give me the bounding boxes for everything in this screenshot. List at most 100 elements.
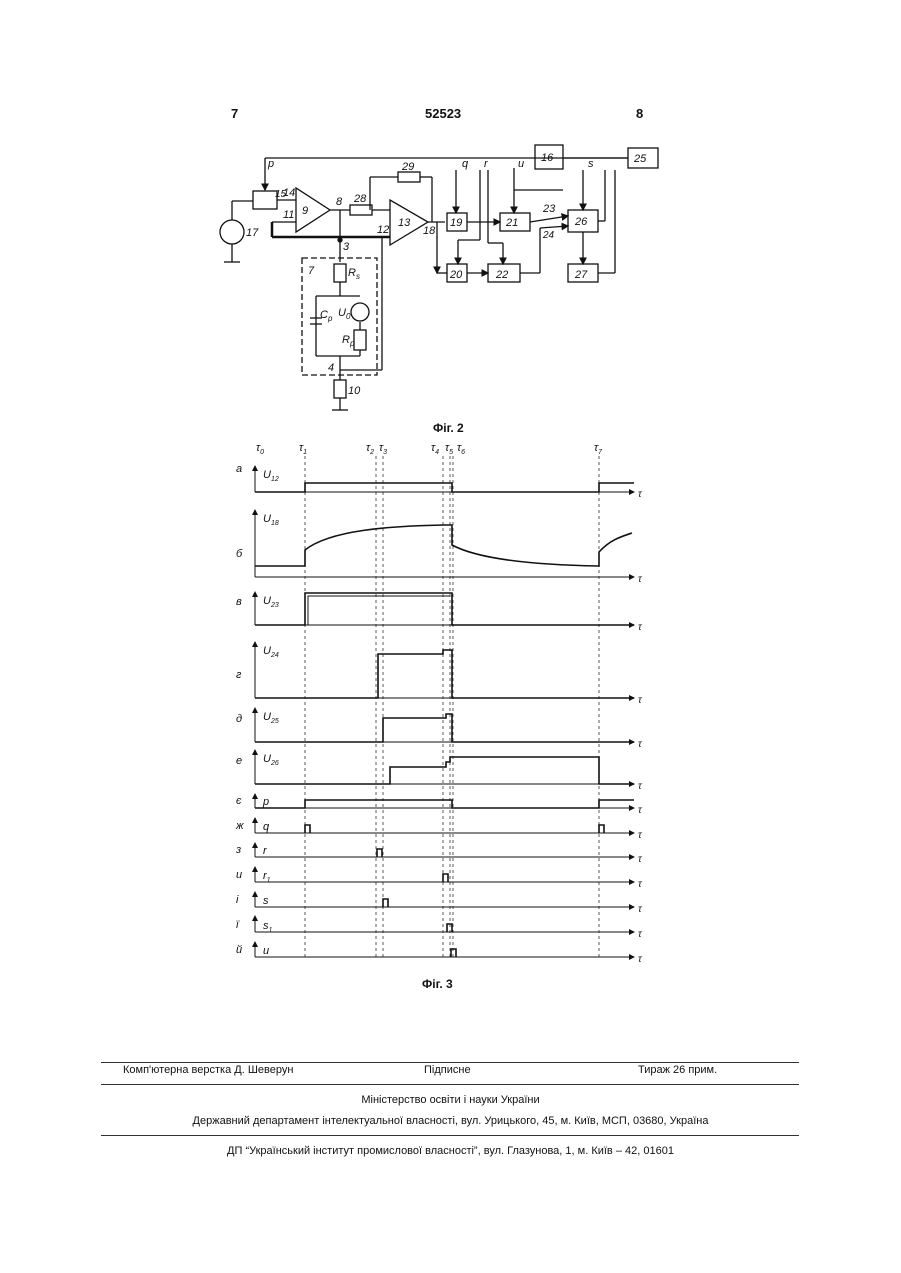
tau-label: τ5	[445, 442, 453, 456]
signal-label: r	[484, 158, 489, 170]
row-letter: в	[236, 596, 242, 608]
footer-circulation: Тираж 26 прим.	[638, 1064, 717, 1076]
signal-name: U26	[263, 753, 279, 767]
footer-institute: ДП “Український інститут промислової вла…	[0, 1145, 901, 1157]
signal-name: r	[263, 845, 268, 857]
waveform-u23	[255, 593, 634, 625]
pulse-q	[599, 825, 604, 833]
waveform-u18	[255, 525, 632, 566]
waveform-u25	[255, 714, 634, 742]
component-label: Rs	[348, 267, 360, 281]
signal-label: u	[518, 158, 524, 170]
waveform-u12	[255, 483, 634, 492]
axis-label: τ	[638, 739, 643, 750]
signal-name: u	[263, 945, 269, 957]
component-label: Cp	[320, 309, 333, 323]
signal-name: U18	[263, 513, 279, 527]
block-label: 20	[449, 269, 463, 281]
tau-label: τ2	[366, 442, 374, 456]
signal-label: q	[462, 158, 469, 170]
axis-label: τ	[638, 695, 643, 706]
signal-name: s	[263, 895, 269, 907]
block-label: 16	[541, 152, 554, 164]
signal-label: s	[588, 158, 594, 170]
tau-label: τ4	[431, 442, 439, 456]
pin-label: 11	[283, 209, 294, 221]
row-letter: д	[236, 713, 242, 725]
footer-department: Державний департамент інтелектуальної вл…	[0, 1115, 901, 1127]
tau-label: τ6	[457, 442, 465, 456]
signal-name: U25	[263, 711, 279, 725]
block-label: 9	[302, 205, 308, 217]
box-label: 7	[308, 265, 315, 277]
pulse-u	[451, 949, 456, 957]
resistor-label: 10	[348, 385, 361, 397]
row-letter: е	[236, 755, 242, 767]
block-label: 22	[495, 269, 508, 281]
axis-label: τ	[638, 622, 643, 633]
tau-label: τ0	[256, 442, 264, 456]
signal-label: p	[267, 158, 274, 170]
node-label: 3	[343, 241, 350, 253]
signal-name: r1	[263, 870, 271, 884]
pulse-s1	[447, 924, 452, 932]
block-label: 25	[633, 153, 647, 165]
waveform-p	[255, 800, 634, 808]
axis-label: τ	[638, 574, 643, 585]
source-label: 17	[246, 227, 259, 239]
row-letter: б	[236, 548, 243, 560]
axis-label: τ	[638, 805, 643, 816]
row-letter: ї	[236, 919, 240, 931]
component-label: U0	[338, 307, 351, 321]
signal-name: U24	[263, 645, 279, 659]
wire-label: 24	[542, 230, 555, 241]
axis-label: τ	[638, 929, 643, 940]
fig2-caption: Фіг. 2	[433, 421, 464, 435]
wire-label: 23	[542, 203, 556, 215]
row-letter: г	[236, 669, 242, 681]
signal-name: s1	[263, 920, 273, 934]
node-label: 8	[336, 196, 343, 208]
figures-drawing: 15 9 13 19 20 21 22 16 25 26 27 14 11 8 …	[0, 0, 901, 1000]
footer-rule	[101, 1084, 799, 1085]
tau-label: τ7	[594, 442, 603, 456]
axis-label: τ	[638, 489, 643, 500]
pulse-r	[377, 849, 382, 857]
fig3-caption: Фіг. 3	[422, 977, 453, 991]
footer-signed: Підписне	[424, 1064, 471, 1076]
block-label: 13	[398, 217, 411, 229]
row-letter: и	[236, 869, 242, 881]
row-letter: а	[236, 463, 242, 475]
block-label: 21	[505, 217, 518, 229]
component-label: Rp	[342, 334, 355, 348]
node-label: 4	[328, 362, 334, 374]
circuit-schematic	[220, 145, 658, 410]
tau-label: τ1	[299, 442, 307, 456]
footer-layout: Комп'ютерна верстка Д. Шеверун	[123, 1064, 293, 1076]
pulse-r1	[443, 874, 448, 882]
row-letter: з	[235, 844, 241, 856]
waveform-u24	[255, 650, 634, 698]
axis-label: τ	[638, 781, 643, 792]
signal-name: q	[263, 821, 270, 833]
waveform-u23-inner	[308, 596, 450, 625]
resistor-label: 28	[353, 193, 367, 205]
resistor-label: 29	[401, 161, 414, 173]
axis-label: τ	[638, 954, 643, 965]
axis-label: τ	[638, 879, 643, 890]
axis-label: τ	[638, 904, 643, 915]
timing-diagram: τ0τ1τ2τ3τ4τ5τ6τ7τаU12τбU18τвU23τгU24τдU2…	[235, 442, 643, 965]
footer-rule	[101, 1062, 799, 1063]
block-label: 19	[450, 217, 462, 229]
signal-name: U12	[263, 469, 279, 483]
signal-name: U23	[263, 595, 279, 609]
axis-label: τ	[638, 854, 643, 865]
pulse-q	[305, 825, 310, 833]
waveform-u26	[255, 757, 634, 784]
pin-label: 12	[377, 224, 389, 236]
axis-label: τ	[638, 830, 643, 841]
row-letter: і	[236, 894, 239, 906]
block-label: 26	[574, 216, 588, 228]
footer-ministry: Міністерство освіти і науки України	[0, 1094, 901, 1106]
pin-label: 14	[283, 187, 295, 199]
